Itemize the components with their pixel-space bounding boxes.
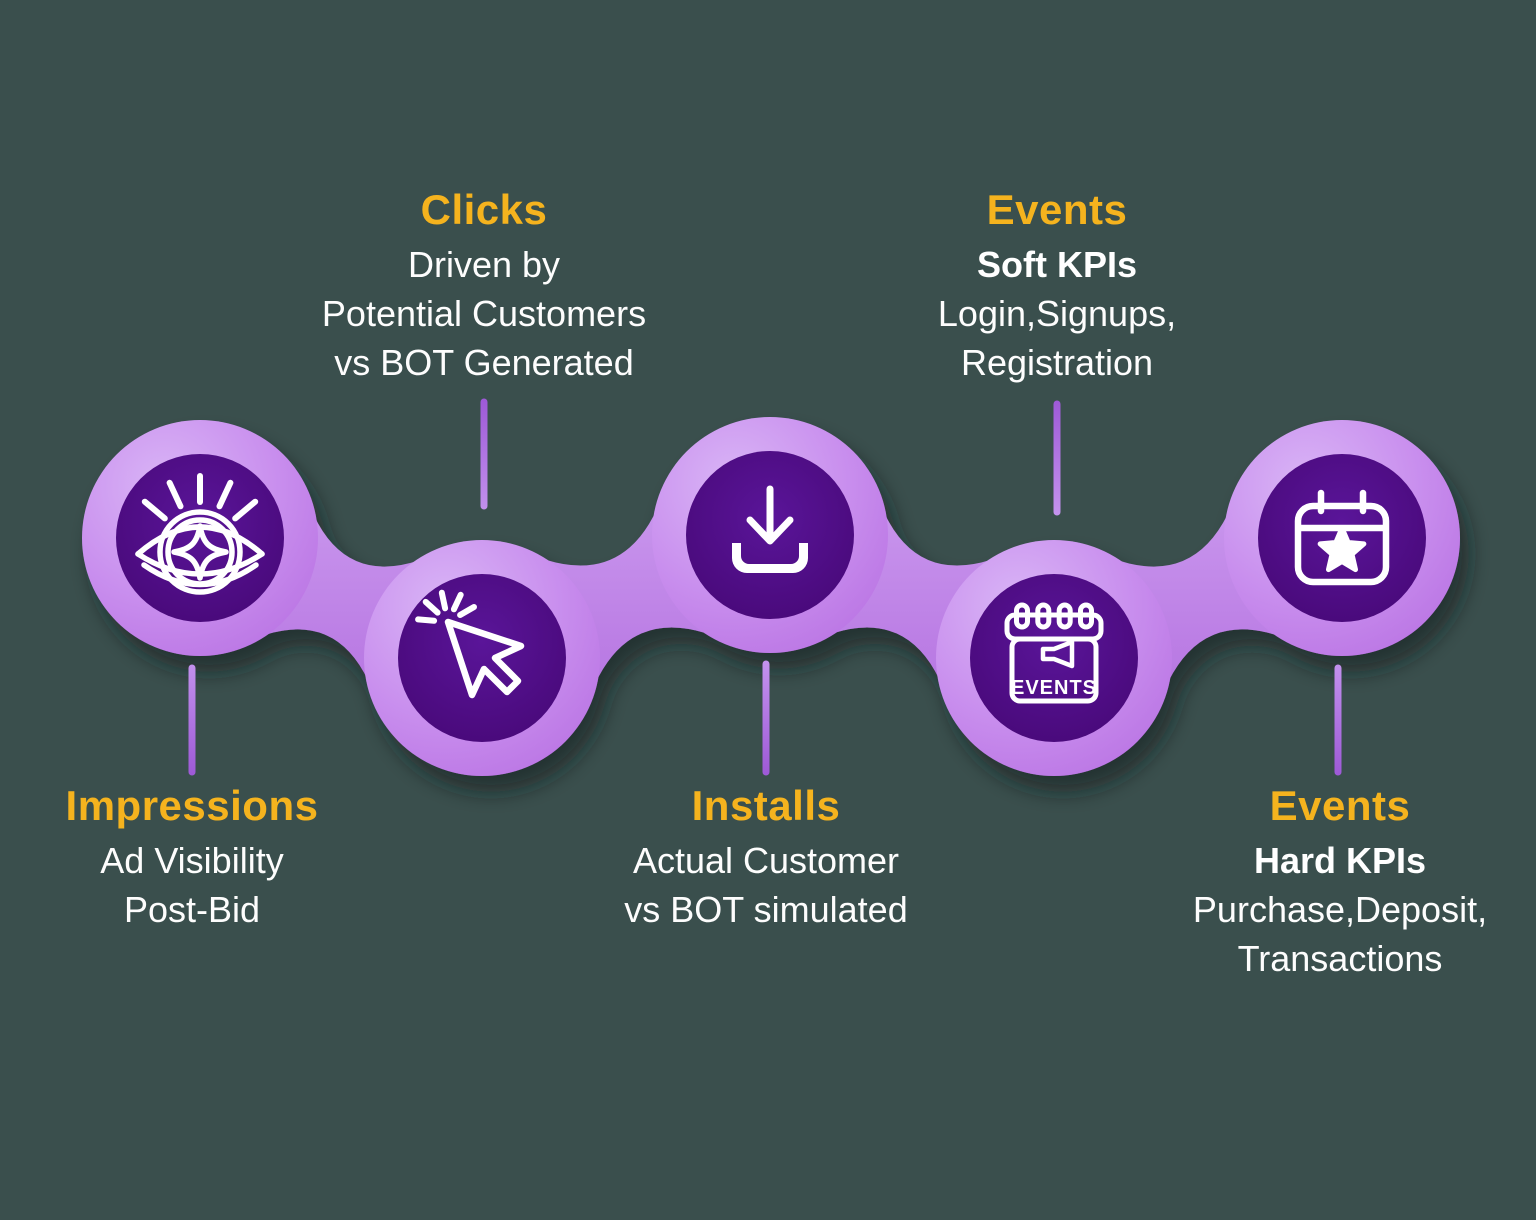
step-label-clicks: Clicks Driven by Potential Customers vs … bbox=[254, 186, 714, 387]
calendar-star-icon bbox=[1294, 489, 1390, 586]
step-title: Events bbox=[1269, 782, 1411, 829]
step-line: Post-Bid bbox=[123, 889, 261, 930]
step-line: Ad Visibility bbox=[100, 840, 284, 881]
step-label-events-soft: Events Soft KPIs Login,Signups, Registra… bbox=[837, 186, 1277, 387]
calendar-megaphone-icon: EVENTS bbox=[1004, 602, 1104, 704]
download-tray bbox=[732, 543, 808, 573]
download-icon bbox=[732, 485, 808, 573]
step-line: Actual Customer bbox=[632, 840, 900, 881]
eye-icon bbox=[135, 473, 265, 595]
cursor-click-icon bbox=[415, 589, 525, 699]
step-subtitle: Hard KPIs bbox=[1253, 840, 1427, 881]
eye-rays bbox=[141, 473, 259, 522]
step-title: Installs bbox=[691, 782, 841, 829]
step-label-installs: Installs Actual Customer vs BOT simulate… bbox=[546, 782, 986, 934]
step-line: Potential Customers bbox=[321, 293, 647, 334]
step-line: Transactions bbox=[1237, 938, 1443, 979]
step-line: Driven by bbox=[407, 244, 561, 285]
step-title: Impressions bbox=[65, 782, 319, 829]
step-line: Registration bbox=[960, 342, 1154, 383]
step-label-events-hard: Events Hard KPIs Purchase,Deposit, Trans… bbox=[1118, 782, 1536, 983]
sparkle-star bbox=[171, 523, 229, 581]
step-title: Events bbox=[986, 186, 1128, 233]
calendar-body bbox=[1294, 502, 1390, 586]
calendar-events-text: EVENTS bbox=[1011, 677, 1097, 699]
step-label-impressions: Impressions Ad Visibility Post-Bid bbox=[12, 782, 372, 934]
calendar-body bbox=[1009, 636, 1099, 704]
download-arrow-head bbox=[746, 516, 794, 545]
megaphone-glyph bbox=[1040, 639, 1075, 669]
cursor-pointer bbox=[444, 618, 525, 699]
step-circle-impressions bbox=[116, 454, 284, 622]
step-line: Login,Signups, bbox=[937, 293, 1177, 334]
star-glyph bbox=[1317, 525, 1367, 573]
step-circle-clicks bbox=[398, 574, 566, 742]
step-title: Clicks bbox=[420, 186, 548, 233]
click-rays bbox=[415, 589, 477, 624]
step-line: vs BOT Generated bbox=[334, 342, 634, 383]
step-line: vs BOT simulated bbox=[624, 889, 908, 930]
step-line: Purchase,Deposit, bbox=[1192, 889, 1488, 930]
step-subtitle: Soft KPIs bbox=[976, 244, 1137, 285]
